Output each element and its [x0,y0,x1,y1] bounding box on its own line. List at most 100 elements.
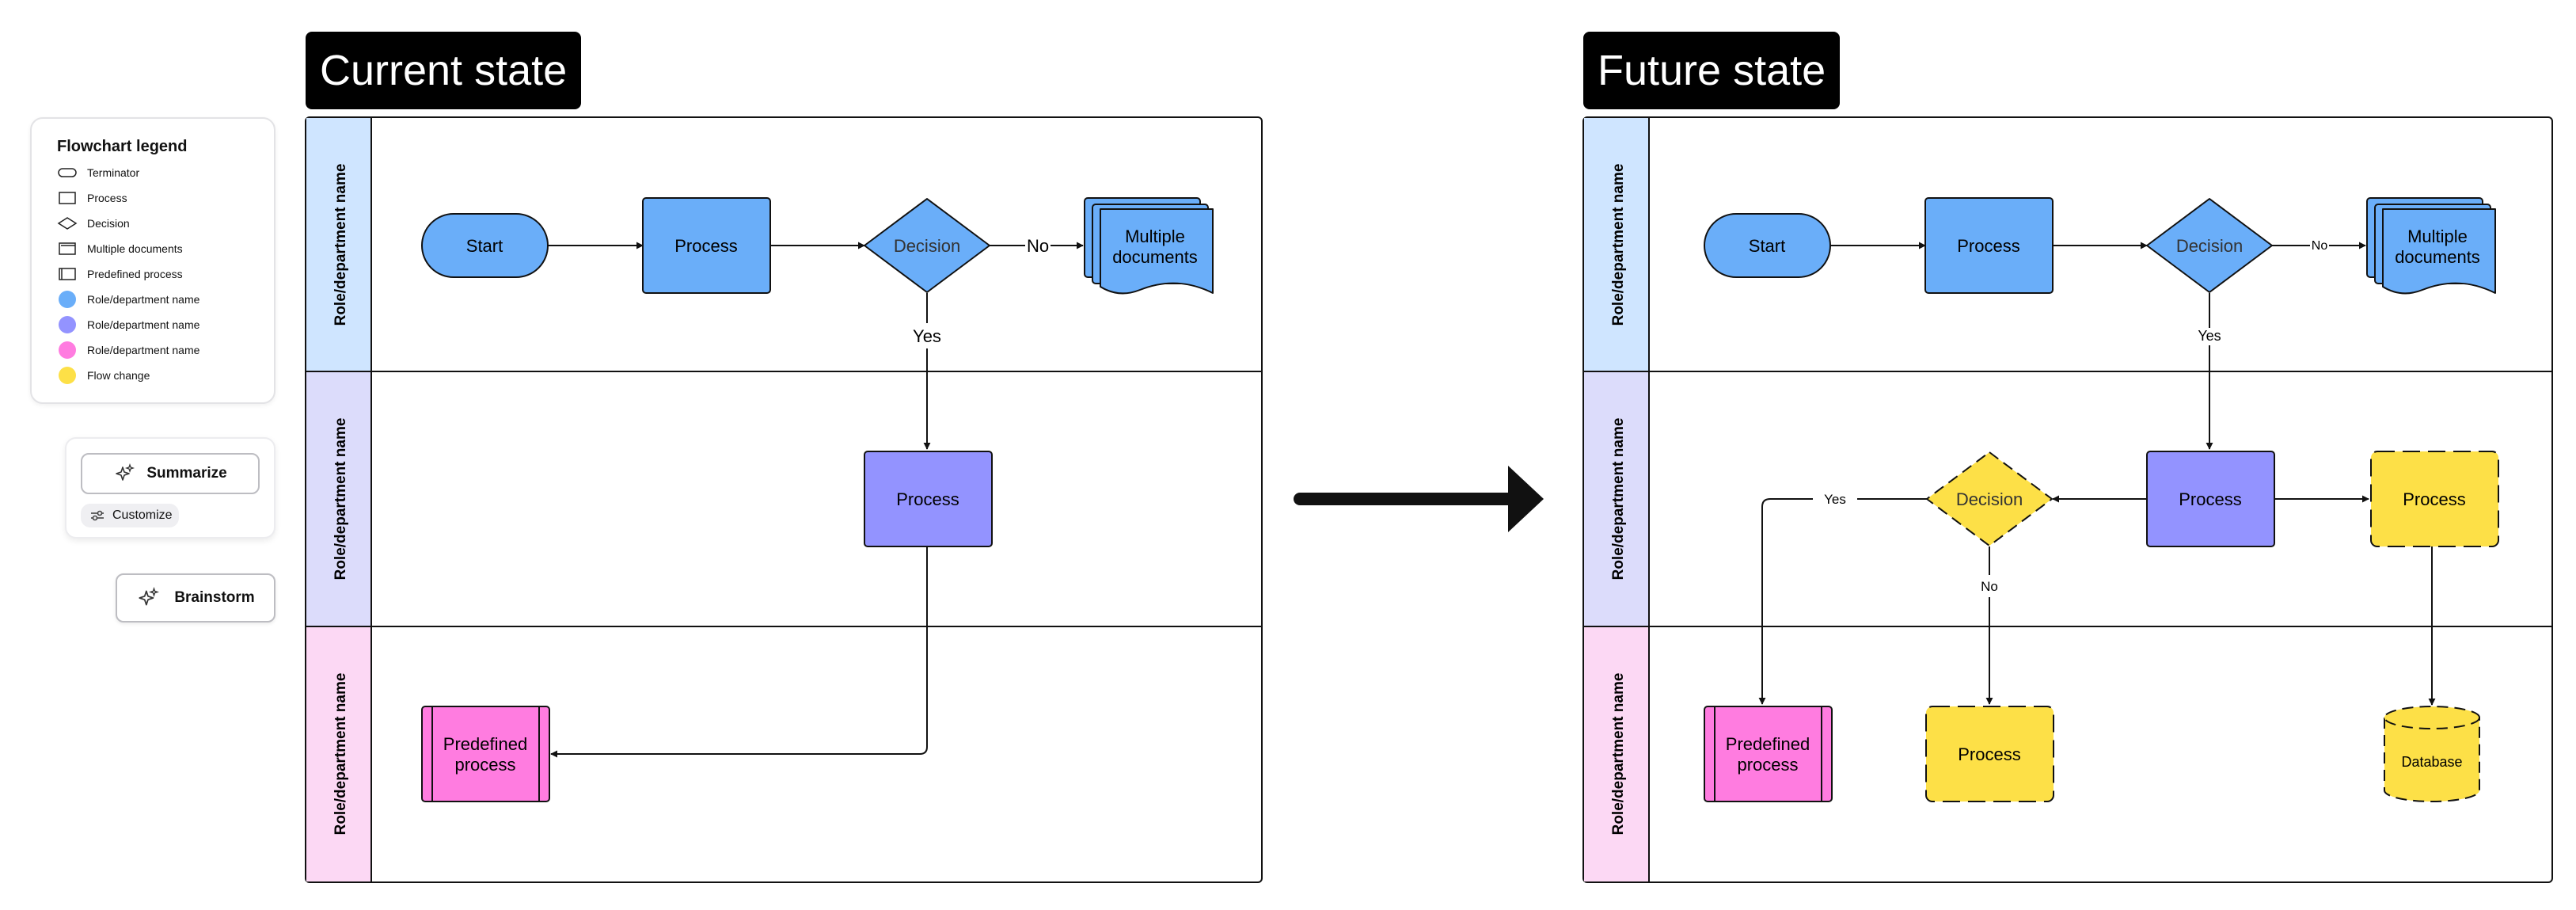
future-lane-header-pink [1584,626,1649,881]
decision-node[interactable] [2146,198,2273,293]
current-lane-header-blue [306,118,371,371]
future-lane-label-1: Role/department name [1610,164,1627,326]
sparkle-icon [116,463,135,481]
documents-label-line2: documents [2395,247,2480,267]
transition-arrow-icon [1294,466,1544,532]
process-node[interactable] [642,197,771,294]
current-lane-label-2: Role/department name [332,418,349,581]
predefined-label-line1: Predefined [1726,734,1810,754]
predefined-process-shape-icon [59,268,76,280]
decision-label: Decision [2176,236,2243,256]
legend-item-role-purple: Role/department name [57,315,199,334]
current-lane-header-pink [306,626,371,881]
legend-item-decision: Decision [57,214,130,233]
edge-decision2-yes-to-predefined [1758,498,1813,705]
summarize-label: Summarize [146,465,227,482]
no-label: No [2312,239,2328,253]
legend-item-role-pink: Role/department name [57,341,199,360]
process-flow-change-node[interactable] [2370,451,2499,547]
process-shape-icon [59,192,76,204]
legend-label: Process [87,192,127,204]
no-label: No [1027,236,1049,256]
future-lane-header-blue [1584,118,1649,371]
process3-label: Process [2403,489,2465,509]
documents-label-line2: documents [1112,247,1198,267]
current-swimlane-diagram: Role/department name Role/department nam… [305,116,1263,883]
decision-shape-icon [57,217,78,230]
future-swimlane-diagram: Role/department name Role/department nam… [1582,116,2553,883]
legend-item-terminator: Terminator [57,163,139,182]
pink-dot-icon [59,341,76,359]
decision2-label: Decision [1956,489,2023,509]
yellow-dot-icon [59,367,76,384]
multiple-documents-node[interactable] [1084,197,1214,295]
brainstorm-label: Brainstorm [174,589,255,606]
legend-label: Role/department name [87,293,200,306]
future-lane-header-purple [1584,371,1649,626]
multiple-documents-node[interactable] [2366,197,2496,295]
blue-dot-icon [59,291,76,308]
future-lane-label-2: Role/department name [1610,418,1627,581]
documents-label-line1: Multiple [2407,227,2468,246]
flowchart-legend: Flowchart legend Terminator Process Deci… [30,117,275,404]
predefined-process-node[interactable] [421,706,550,802]
decision-label: Decision [894,236,960,256]
multiple-documents-shape-icon [59,242,76,255]
start-terminator[interactable] [421,213,549,278]
database-node[interactable] [2384,706,2480,802]
process-node[interactable] [1924,197,2054,294]
current-lane-label-1: Role/department name [332,164,349,326]
legend-label: Multiple documents [87,242,183,255]
decision-flow-change-node[interactable] [1926,451,2053,546]
legend-item-role-blue: Role/department name [57,290,199,309]
sliders-icon [91,510,104,521]
legend-item-flow-change: Flow change [57,366,150,385]
yes-label: Yes [913,326,941,346]
terminator-shape-icon [58,168,77,177]
legend-label: Predefined process [87,268,183,280]
predefined-label-line2: process [1737,755,1798,775]
predefined-process-node[interactable] [1704,706,1833,802]
process-label: Process [674,236,737,256]
legend-item-process: Process [57,188,127,208]
legend-title: Flowchart legend [57,138,188,155]
yes-label: Yes [2198,328,2221,344]
legend-label: Decision [87,217,130,230]
start-label: Start [466,236,503,256]
current-frame [305,116,1263,883]
process-flow-change-node[interactable] [1925,706,2054,802]
database-label: Database [2401,754,2462,770]
predefined-label-line1: Predefined [443,734,527,754]
ai-actions-card: Summarize Customize [65,437,275,539]
sparkle-icon [139,587,160,606]
decision-node[interactable] [864,198,990,293]
documents-label-line1: Multiple [1125,227,1185,246]
legend-item-predefined-process: Predefined process [57,265,183,284]
summarize-button[interactable]: Summarize [81,453,260,494]
process4-label: Process [1958,744,2020,764]
process-label: Process [2179,489,2241,509]
brainstorm-button[interactable]: Brainstorm [116,573,275,623]
current-state-title: Current state [306,32,582,109]
future-lane-label-3: Role/department name [1610,673,1627,836]
customize-chip[interactable]: Customize [81,504,179,527]
customize-label: Customize [112,508,173,522]
process-label: Process [1957,236,2019,256]
legend-label: Role/department name [87,318,200,331]
current-lane-label-3: Role/department name [332,673,349,836]
process-label: Process [896,489,959,509]
start-terminator[interactable] [1704,213,1831,278]
current-lane-header-purple [306,371,371,626]
predefined-label-line2: process [454,755,515,775]
future-state-title: Future state [1583,32,1841,109]
process-node[interactable] [864,451,993,547]
legend-label: Flow change [87,369,150,382]
purple-dot-icon [59,316,76,333]
yes2-label: Yes [1824,492,1846,507]
edge-process-to-predefined [550,546,928,758]
no2-label: No [1981,579,1998,594]
process-node[interactable] [2146,451,2275,547]
start-label: Start [1749,236,1785,256]
legend-item-multiple-documents: Multiple documents [57,239,183,258]
